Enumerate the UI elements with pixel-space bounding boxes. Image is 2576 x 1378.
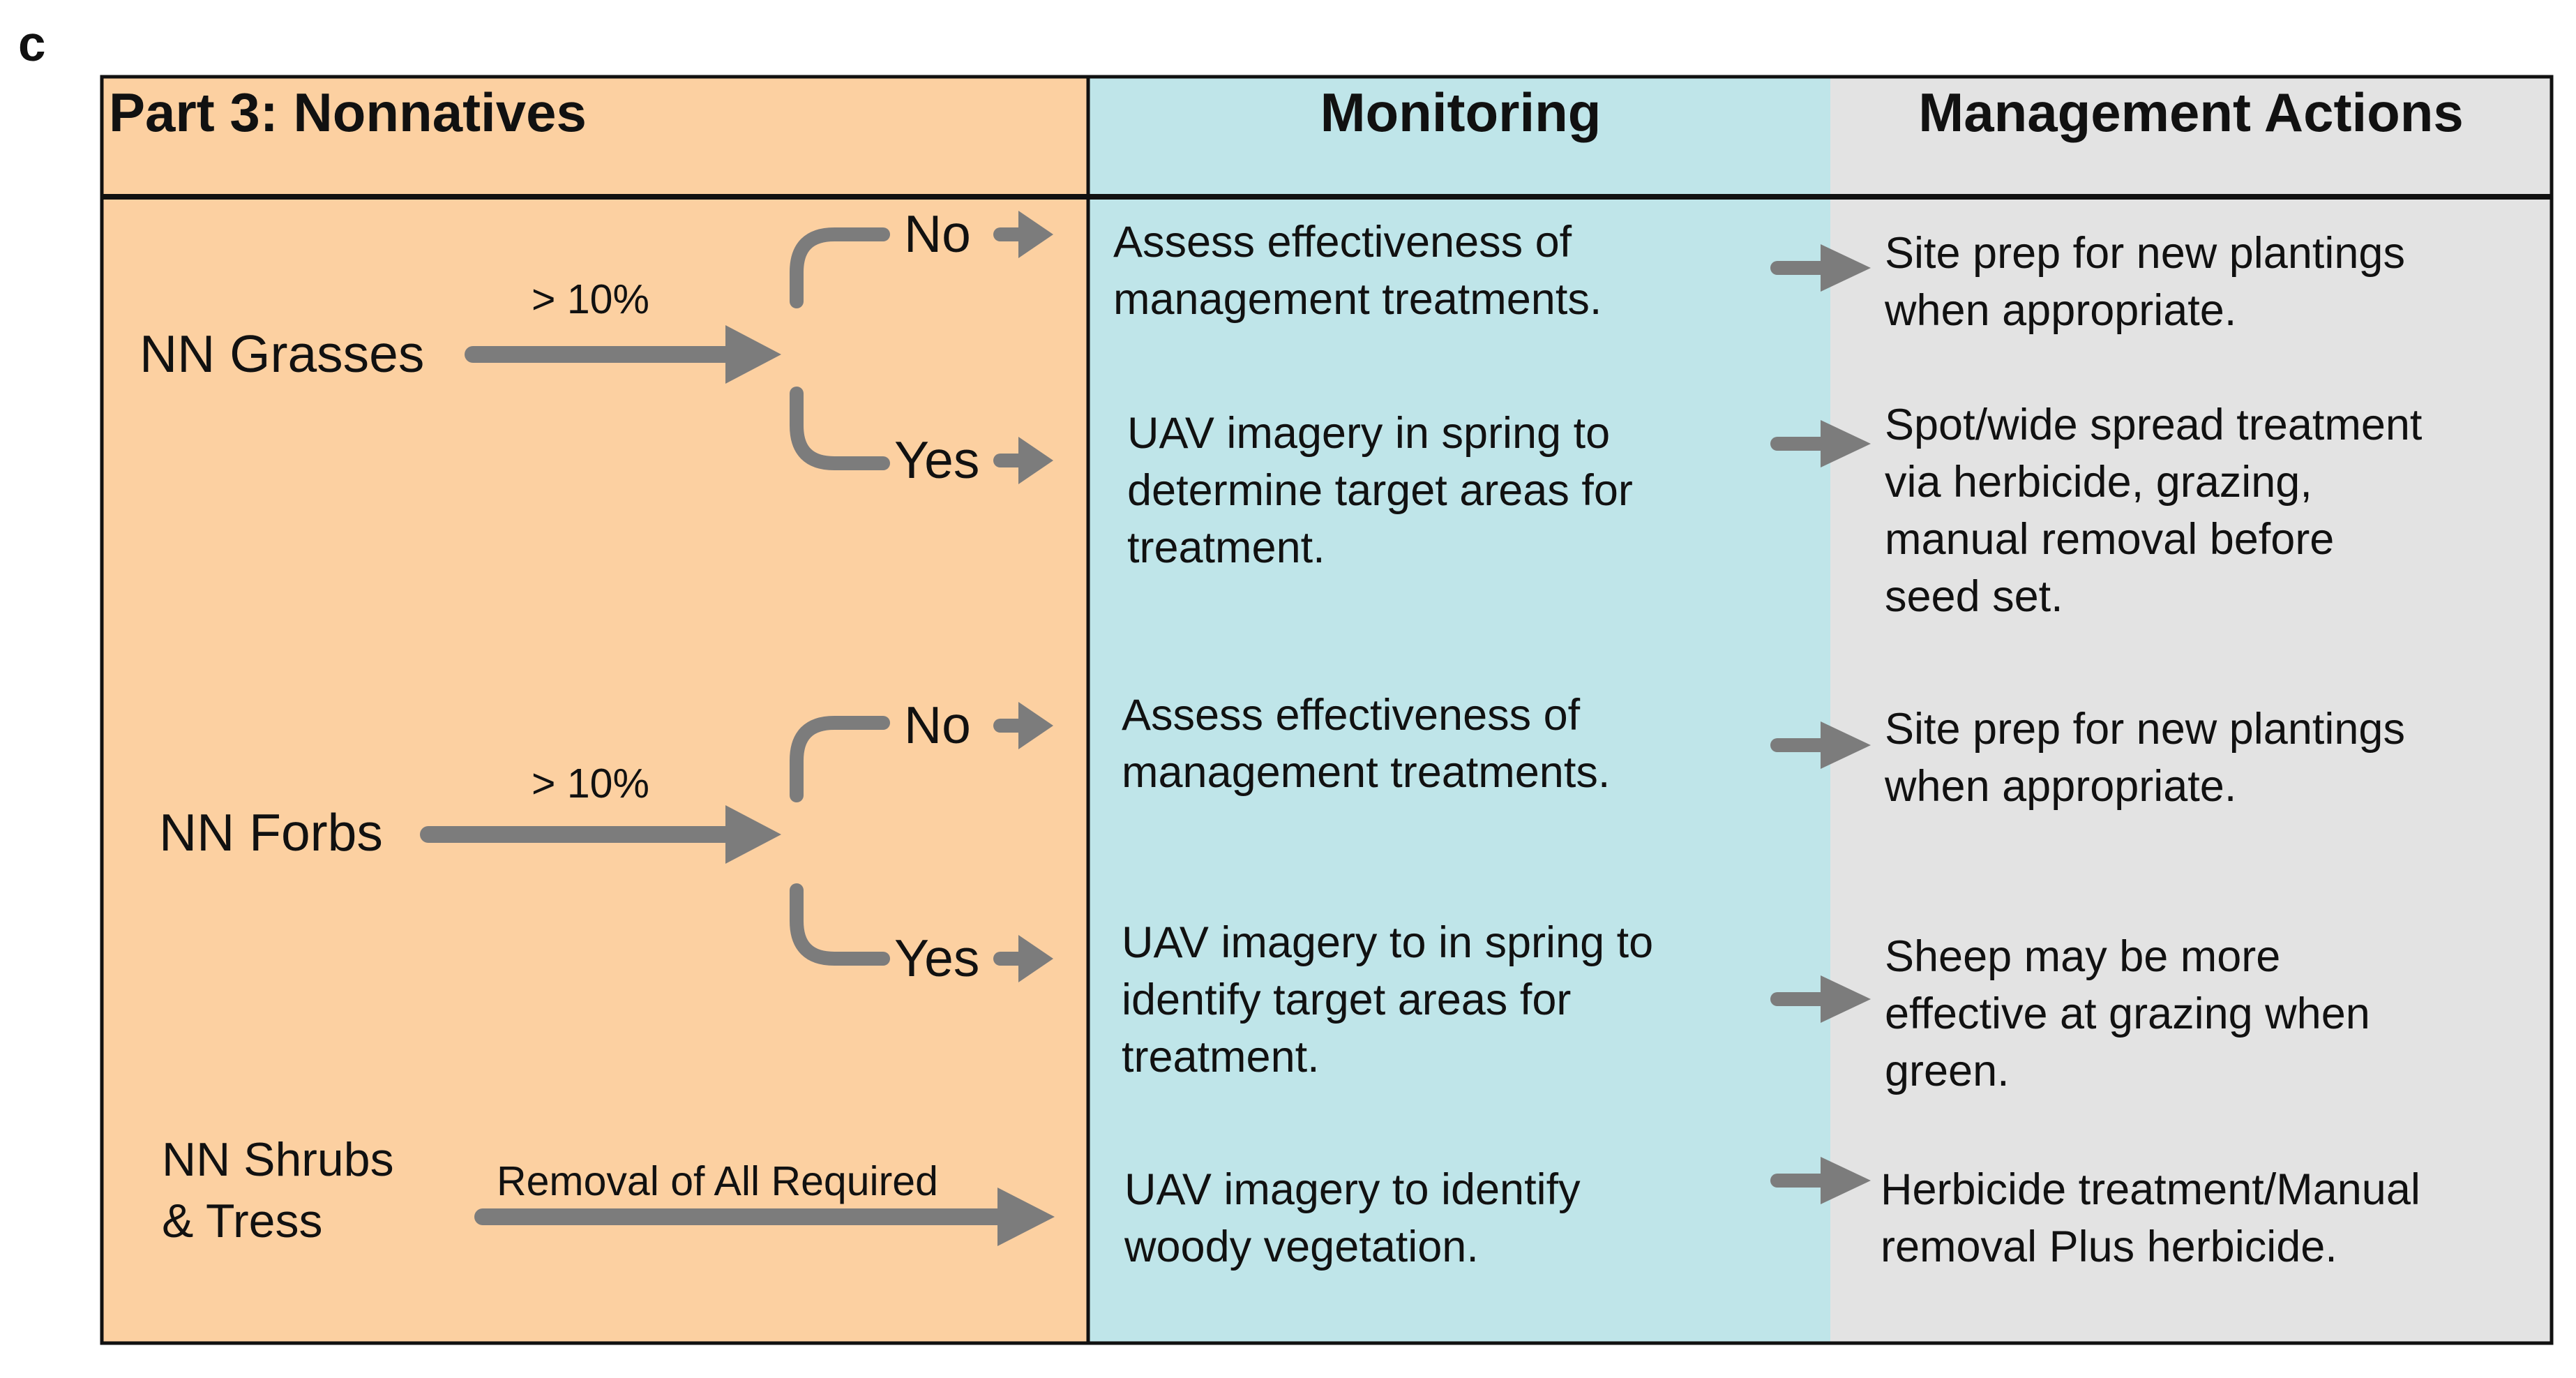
grasses-threshold: > 10% <box>532 276 649 322</box>
grasses-no-branch <box>790 227 890 308</box>
forbs-yes-action-line: Sheep may be more <box>1885 932 2281 981</box>
forbs-yes-monitor-line: UAV imagery to in spring to <box>1122 918 1654 967</box>
grasses-no-label: No <box>904 204 971 263</box>
shrubs-action-line: removal Plus herbicide. <box>1881 1222 2337 1271</box>
forbs-no-action: Site prep for new plantings when appropr… <box>1885 701 2405 815</box>
shrubs-action-arrowhead <box>1821 1157 1871 1204</box>
forbs-main-arrowhead <box>725 805 781 864</box>
forbs-yes-action-line: green. <box>1885 1047 2010 1095</box>
shrubs-monitor-line: UAV imagery to identify <box>1124 1165 1581 1214</box>
shrubs-monitor-line: woody vegetation. <box>1124 1222 1479 1271</box>
grasses-no-monitor-line: Assess effectiveness of <box>1113 218 1572 267</box>
forbs-no-monitor-line: Assess effectiveness of <box>1122 691 1581 740</box>
grasses-no-monitor-line: management treatments. <box>1113 275 1602 324</box>
forbs-yes-action-line: effective at grazing when <box>1885 989 2370 1038</box>
shrubs-label: NN Shrubs & Tress <box>162 1129 394 1252</box>
forbs-yes-monitor: UAV imagery to in spring to identify tar… <box>1122 914 1653 1086</box>
shrubs-arrow-label: Removal of All Required <box>497 1158 938 1204</box>
grasses-yes-action-line: manual removal before <box>1885 515 2335 564</box>
grasses-yes-monitor: UAV imagery in spring to determine targe… <box>1127 405 1633 576</box>
forbs-no-action-arrowhead <box>1821 721 1871 769</box>
forbs-yes-label: Yes <box>894 929 980 987</box>
forbs-no-monitor: Assess effectiveness of management treat… <box>1122 687 1610 801</box>
forbs-yes-monitor-line: treatment. <box>1122 1033 1320 1081</box>
grasses-yes-monitor-line: treatment. <box>1127 523 1325 572</box>
forbs-yes-arrowhead <box>1018 935 1053 982</box>
grasses-no-action-arrowhead <box>1821 244 1871 292</box>
grasses-yes-branch <box>790 387 890 470</box>
part-header: Part 3: Nonnatives <box>109 82 587 143</box>
grasses-no-arrowhead <box>1018 211 1053 258</box>
grasses-no-action-line: Site prep for new plantings <box>1885 229 2405 278</box>
shrubs-label-line: & Tress <box>162 1194 323 1248</box>
forbs-no-action-line: when appropriate. <box>1885 762 2237 811</box>
forbs-no-label: No <box>904 696 971 754</box>
forbs-threshold: > 10% <box>532 761 649 807</box>
grasses-yes-monitor-line: determine target areas for <box>1127 466 1633 515</box>
management-header: Management Actions <box>1918 82 2464 143</box>
forbs-yes-action: Sheep may be more effective at grazing w… <box>1885 928 2370 1100</box>
grasses-yes-monitor-line: UAV imagery in spring to <box>1127 409 1611 458</box>
shrubs-action: Herbicide treatment/Manual removal Plus … <box>1881 1161 2420 1275</box>
forbs-no-action-line: Site prep for new plantings <box>1885 705 2405 754</box>
forbs-yes-monitor-line: identify target areas for <box>1122 975 1572 1024</box>
grasses-label: NN Grasses <box>140 324 425 383</box>
left-column-bg <box>102 77 1088 1343</box>
grasses-yes-label: Yes <box>894 430 980 489</box>
monitoring-column-bg <box>1088 77 1830 1343</box>
shrubs-label-line: NN Shrubs <box>162 1133 394 1186</box>
grasses-no-monitor: Assess effectiveness of management treat… <box>1113 214 1602 328</box>
grasses-yes-action-line: Spot/wide spread treatment <box>1885 400 2423 449</box>
management-column-bg <box>1830 77 2552 1343</box>
monitoring-header: Monitoring <box>1320 82 1602 143</box>
shrubs-monitor: UAV imagery to identify woody vegetation… <box>1124 1161 1581 1275</box>
forbs-no-arrowhead <box>1018 702 1053 749</box>
forbs-yes-branch <box>790 883 890 966</box>
grasses-yes-arrowhead <box>1018 437 1053 484</box>
grasses-no-action-line: when appropriate. <box>1885 286 2237 335</box>
shrubs-arrowhead <box>997 1188 1055 1246</box>
panel-letter: c <box>18 17 46 72</box>
grasses-yes-action: Spot/wide spread treatment via herbicide… <box>1885 396 2422 625</box>
forbs-yes-action-arrowhead <box>1821 975 1871 1023</box>
forbs-label: NN Forbs <box>159 803 383 862</box>
grasses-yes-action-line: via herbicide, grazing, <box>1885 458 2312 507</box>
forbs-no-monitor-line: management treatments. <box>1122 748 1611 797</box>
grasses-yes-action-line: seed set. <box>1885 572 2063 621</box>
forbs-no-branch <box>790 716 890 802</box>
shrubs-action-line: Herbicide treatment/Manual <box>1881 1165 2420 1214</box>
outer-border <box>100 75 2554 1345</box>
grasses-no-action: Site prep for new plantings when appropr… <box>1885 225 2405 339</box>
grasses-yes-action-arrowhead <box>1821 420 1871 467</box>
grasses-main-arrowhead <box>725 325 781 384</box>
